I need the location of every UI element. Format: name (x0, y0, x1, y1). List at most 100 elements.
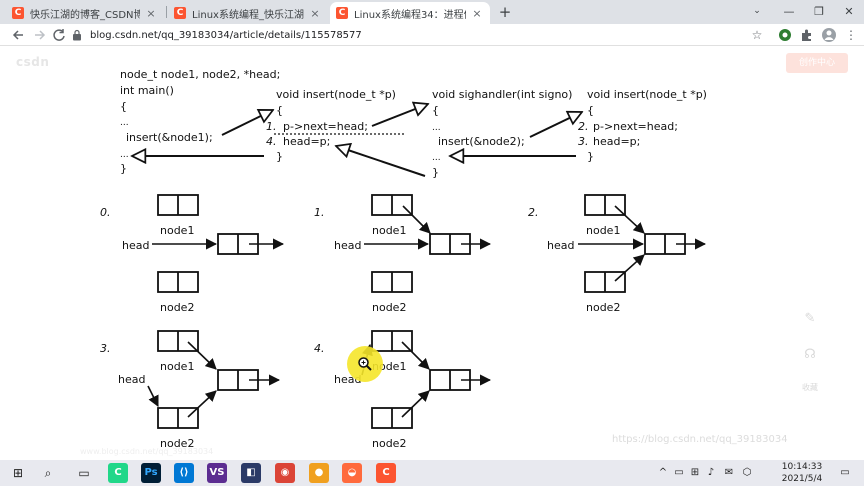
node2-next-arrow (187, 390, 217, 418)
minimize-button[interactable]: — (783, 5, 795, 18)
tab-title: 快乐江湖的博客_CSDN博客-Linux (30, 9, 140, 21)
reload-button[interactable] (50, 26, 68, 44)
step-2-label: 2. (578, 120, 589, 133)
tab-strip: C 快乐江湖的博客_CSDN博客-Linux × C Linux系统编程_快乐江… (0, 0, 864, 24)
task-view-icon[interactable]: ▭ (78, 466, 90, 480)
profile-avatar[interactable] (820, 26, 838, 44)
watermark-text: https://blog.csdn.net/qq_39183034 (612, 434, 788, 445)
node1-label: node1 (160, 224, 194, 237)
tab-search-icon[interactable]: ⌄ (753, 6, 761, 16)
csdn-taskbar-icon[interactable]: C (376, 463, 396, 483)
panel-step-2: 2. node1 node2 head (528, 194, 707, 314)
taskbar: ⊞ ⌕ ▭ C Ps ⟨⟩ VS ◧ ◉ ● ◒ C ^ ▭ ⊞ ♪ ✉ ⬡ 1… (0, 460, 864, 486)
panel-step-0: 0. node1 node2 head (100, 194, 285, 314)
close-window-button[interactable]: ✕ (844, 5, 854, 18)
visual-studio-icon[interactable]: VS (207, 463, 227, 483)
back-button[interactable] (10, 26, 28, 44)
green-extension-icon (779, 29, 791, 41)
node1-next-arrow (401, 341, 430, 370)
new-tab-button[interactable]: + (498, 3, 512, 21)
signal-arrow-to-handler (371, 104, 428, 127)
panel-step-label: 3. (100, 342, 111, 355)
address-bar[interactable]: blog.csdn.net/qq_39183034/article/detail… (72, 26, 772, 44)
battery-icon[interactable]: ▭ (674, 467, 684, 478)
code-main-open-brace: { (120, 100, 127, 113)
code-insert2-line2: head=p; (593, 135, 640, 148)
creator-center-button[interactable]: 创作中心 (786, 53, 848, 73)
close-tab-icon[interactable]: × (472, 6, 482, 20)
recorder-icon[interactable]: ● (309, 463, 329, 483)
clock[interactable]: 10:14:33 2021/5/4 (776, 461, 828, 485)
code-declaration: node_t node1, node2, *head; (120, 68, 280, 81)
code-insert1-line1: p->next=head; (283, 120, 368, 133)
edit-icon[interactable]: ✎ (804, 311, 816, 326)
code-insert1-close-brace: } (276, 150, 283, 163)
extension-icon[interactable] (776, 26, 794, 44)
tab-blog-home[interactable]: C 快乐江湖的博客_CSDN博客-Linux × (6, 2, 164, 24)
app-tray-icon[interactable]: ⬡ (742, 467, 752, 478)
tab-separator (166, 6, 167, 18)
headset-icon[interactable]: ☊ (804, 347, 816, 362)
node1-next-arrow (402, 205, 431, 234)
node2-next-arrow (401, 390, 430, 418)
head-label: head (334, 239, 361, 252)
tab-title: Linux系统编程_快乐江湖的博客 (192, 9, 304, 21)
tab-linux-programming[interactable]: C Linux系统编程_快乐江湖的博客 × (168, 2, 328, 24)
code-insert2-signature: void insert(node_t *p) (587, 88, 707, 101)
app-icon[interactable]: ◧ (241, 463, 261, 483)
head-pointer-arrow (147, 385, 159, 408)
search-icon[interactable]: ⌕ (44, 466, 52, 480)
collect-label[interactable]: 收藏 (802, 383, 818, 392)
node1-label: node1 (372, 224, 406, 237)
maximize-button[interactable]: ❐ (814, 5, 824, 18)
browser-menu-icon[interactable]: ⋮ (845, 28, 857, 42)
mail-icon[interactable]: ✉ (724, 467, 734, 478)
code-main-signature: int main() (120, 84, 174, 97)
faint-footer-text: www.blog.csdn.net/qq_39183034 (80, 447, 214, 456)
vscode-icon[interactable]: ⟨⟩ (174, 463, 194, 483)
head-label: head (118, 373, 145, 386)
node1-label: node1 (160, 360, 194, 373)
volume-icon[interactable]: ♪ (707, 467, 715, 478)
close-tab-icon[interactable]: × (310, 6, 320, 20)
node1-next-arrow (614, 205, 645, 234)
csdn-favicon-icon: C (174, 7, 186, 19)
node2-label: node2 (160, 301, 194, 314)
article-page: csdn 创作中心 ✎ ☊ 收藏 https://blog.csdn.net/q… (0, 47, 864, 460)
tab-active-article[interactable]: C Linux系统编程34：进程信号之可重入函数 × (330, 2, 490, 24)
node2-next-arrow (614, 254, 645, 282)
csdn-logo[interactable]: csdn (16, 55, 50, 69)
bookmark-star-icon[interactable]: ☆ (751, 28, 763, 42)
code-handler-ellipsis: ... (432, 123, 441, 133)
panel-step-label: 0. (100, 206, 111, 219)
node2-label: node2 (586, 301, 620, 314)
tab-title: Linux系统编程34：进程信号之可重入函数 (354, 9, 466, 21)
code-main-ellipsis-2: ... (120, 150, 129, 160)
lock-icon[interactable] (72, 29, 82, 41)
forward-button[interactable] (30, 26, 48, 44)
photoshop-icon[interactable]: Ps (141, 463, 161, 483)
chrome-icon[interactable]: ◉ (275, 463, 295, 483)
reload-icon (53, 29, 65, 41)
code-handler-ellipsis-2: ... (432, 153, 441, 163)
step-3-label: 3. (578, 135, 589, 148)
tray-overflow-icon[interactable]: ^ (658, 467, 668, 478)
url-text[interactable]: blog.csdn.net/qq_39183034/article/detail… (90, 29, 362, 41)
avatar-icon (822, 28, 836, 42)
code-main-insert-call: insert(&node1); (126, 131, 213, 144)
code-handler-close-brace: } (432, 166, 439, 179)
node2-label: node2 (372, 437, 406, 450)
windows-start-icon[interactable]: ⊞ (12, 466, 24, 480)
notification-icon[interactable]: ▭ (840, 467, 850, 478)
panel-step-3: 3. node1 node2 head (100, 330, 281, 450)
panel-step-label: 4. (314, 342, 325, 355)
clion-icon[interactable]: C (108, 463, 128, 483)
panel-step-4: 4. node1 node2 head (314, 330, 492, 450)
clock-time: 10:14:33 (781, 462, 823, 472)
close-tab-icon[interactable]: × (146, 6, 156, 20)
shell-icon[interactable]: ◒ (342, 463, 362, 483)
network-icon[interactable]: ⊞ (690, 467, 700, 478)
panel-step-1: 1. node1 node2 head (314, 194, 492, 314)
puzzle-extensions-icon[interactable] (798, 26, 816, 44)
